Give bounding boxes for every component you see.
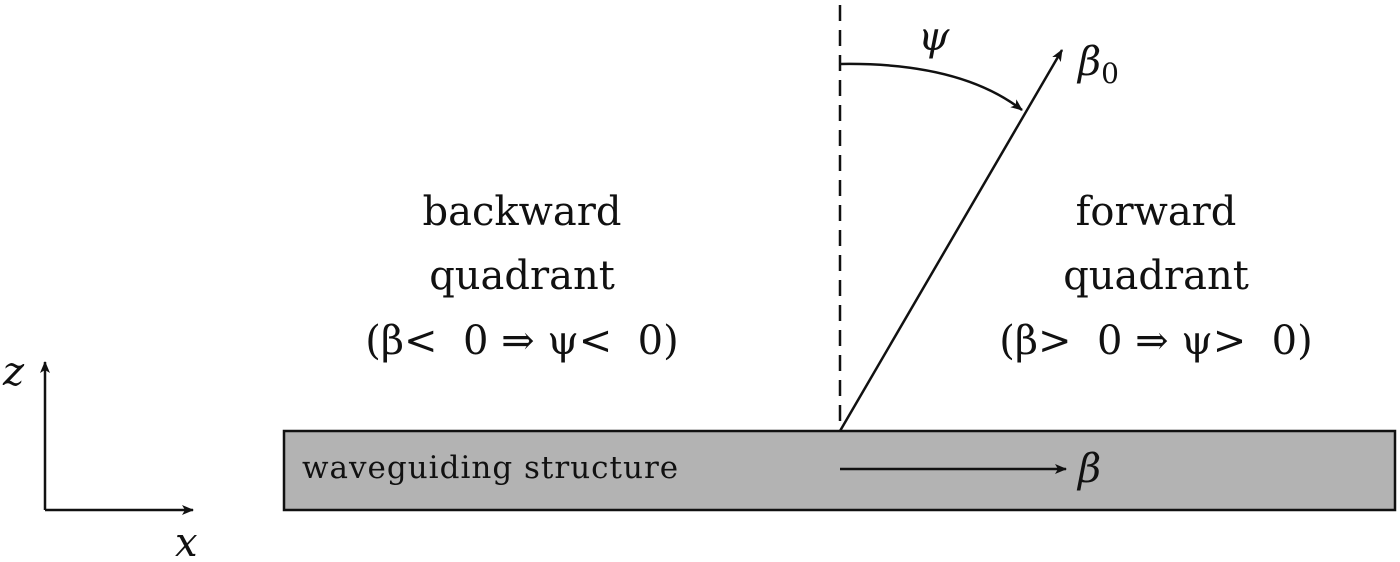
beta0-subscript: 0 bbox=[1101, 57, 1119, 90]
psi-label: ψ bbox=[918, 14, 950, 60]
psi-angle-arc bbox=[839, 62, 1023, 111]
waveguide-label: waveguiding structure bbox=[302, 450, 679, 486]
backward-line2: quadrant bbox=[429, 253, 615, 299]
x-axis-label: x bbox=[175, 520, 198, 562]
backward-line1: backward bbox=[423, 189, 622, 235]
forward-line1: forward bbox=[1076, 189, 1237, 235]
beta0-arrow bbox=[838, 49, 1064, 432]
forward-condition: (β> 0 ⇒ ψ> 0) bbox=[999, 318, 1312, 364]
beta0-label: β0 bbox=[1076, 39, 1119, 90]
beta-label: β bbox=[1076, 446, 1101, 492]
waveguide-slab bbox=[282, 429, 1397, 512]
backward-condition: (β< 0 ⇒ ψ< 0) bbox=[365, 318, 678, 364]
z-axis-label: z bbox=[2, 349, 25, 395]
forward-line2: quadrant bbox=[1063, 253, 1249, 299]
